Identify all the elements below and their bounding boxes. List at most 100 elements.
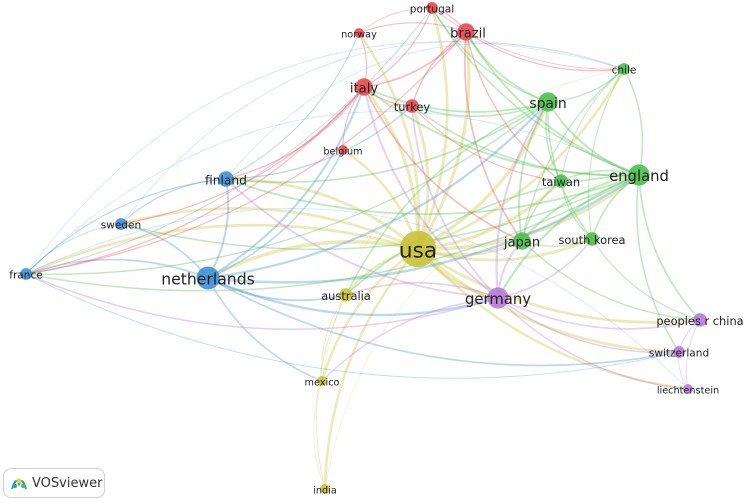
link-england-germany (497, 173, 640, 299)
node-england[interactable] (628, 164, 650, 186)
node-australia[interactable] (339, 288, 353, 302)
link-usa-brazil (416, 31, 471, 250)
link-chile-south-korea (588, 68, 625, 240)
link-finland-italy (225, 86, 365, 180)
node-india[interactable] (320, 484, 330, 494)
node-sweden[interactable] (115, 218, 127, 230)
link-brazil-chile (465, 31, 625, 72)
label-france[interactable]: france (9, 270, 42, 282)
node-france[interactable] (20, 268, 32, 280)
link-finland-turkey (225, 105, 413, 180)
label-layer: portugal brazil norway italy turkey belgium sp… (9, 4, 743, 497)
label-taiwan[interactable]: taiwan (542, 175, 580, 189)
link-usa-taiwan (417, 179, 563, 251)
node-finland[interactable] (218, 171, 234, 187)
label-netherlands[interactable]: netherlands (161, 269, 255, 288)
node-mexico[interactable] (317, 376, 327, 386)
link-usa-norway (357, 32, 421, 250)
arc-france-england (25, 111, 640, 275)
link-usa-switzerland (417, 247, 680, 354)
label-portugal[interactable]: portugal (410, 4, 454, 16)
node-usa[interactable] (399, 230, 437, 268)
link-usa-france (25, 223, 419, 276)
link-germany-south-korea (497, 238, 593, 299)
link-netherlands-france (25, 258, 209, 279)
node-spain[interactable] (538, 92, 558, 112)
label-peoples-r-china[interactable]: peoples r china (656, 314, 743, 328)
node-liechtenstein[interactable] (683, 384, 693, 394)
node-taiwan[interactable] (554, 174, 568, 188)
link-netherlands-switzerland (207, 277, 680, 367)
label-sweden[interactable]: sweden (101, 220, 141, 232)
link-netherlands-mexico (207, 277, 323, 382)
link-spain-japan (518, 101, 549, 242)
link-south-korea-peoples-r-china (591, 238, 701, 321)
node-peoples-r-china[interactable] (693, 313, 707, 327)
link-netherlands-england (207, 173, 640, 284)
link-finland-germany (225, 178, 499, 299)
link-netherlands-australia (207, 277, 347, 302)
link-turkey-taiwan (411, 105, 562, 182)
node-germany[interactable] (487, 287, 509, 309)
label-switzerland[interactable]: switzerland (649, 348, 709, 360)
node-turkey[interactable] (405, 99, 419, 113)
link-spain-south-korea (547, 101, 593, 240)
node-italy[interactable] (355, 78, 373, 96)
link-turkey-spain (411, 101, 549, 118)
label-brazil[interactable]: brazil (450, 27, 486, 42)
node-netherlands[interactable] (196, 266, 220, 290)
node-japan[interactable] (513, 232, 531, 250)
link-brazil-taiwan (465, 31, 562, 182)
link-usa-liechtenstein (417, 248, 689, 391)
link-germany-liechtenstein (497, 297, 689, 390)
link-usa-italy (362, 86, 420, 250)
label-chile[interactable]: chile (612, 65, 637, 77)
link-netherlands-finland (207, 178, 230, 279)
link-portugal-england (431, 7, 640, 176)
link-france-portugal (25, 7, 433, 275)
node-chile[interactable] (618, 63, 630, 75)
link-mexico-india (313, 380, 326, 490)
label-mexico[interactable]: mexico (305, 377, 340, 388)
label-italy[interactable]: italy (350, 82, 378, 97)
node-south-korea[interactable] (585, 232, 599, 246)
link-chile-japan (521, 68, 625, 242)
label-south-korea[interactable]: south korea (558, 233, 625, 247)
label-australia[interactable]: australia (321, 289, 371, 303)
label-japan[interactable]: japan (503, 236, 540, 251)
label-turkey[interactable]: turkey (394, 100, 431, 114)
node-belgium[interactable] (338, 145, 348, 155)
node-norway[interactable] (354, 28, 364, 38)
vosviewer-logo[interactable]: VOSviewer (3, 468, 105, 498)
label-usa[interactable]: usa (399, 239, 437, 264)
label-england[interactable]: england (609, 168, 669, 185)
link-portugal-chile (431, 7, 625, 70)
label-liechtenstein[interactable]: liechtenstein (657, 385, 719, 396)
link-england-australia (345, 174, 640, 296)
link-usa-mexico (320, 247, 419, 382)
link-sweden-italy (120, 86, 365, 225)
link-usa-spain (417, 101, 550, 251)
node-switzerland[interactable] (673, 346, 685, 358)
label-belgium[interactable]: belgium (323, 146, 362, 157)
link-chile-taiwan (560, 68, 625, 182)
link-usa-sweden (120, 206, 419, 251)
label-norway[interactable]: norway (341, 29, 377, 40)
vosviewer-logo-text: VOSviewer (32, 475, 103, 491)
link-layer (25, 7, 701, 490)
link-netherlands-germany (207, 276, 499, 317)
label-germany[interactable]: germany (465, 291, 531, 308)
link-usa-chile (417, 68, 626, 251)
link-turkey-england (411, 105, 640, 177)
vosviewer-logo-icon (11, 478, 27, 490)
label-india[interactable]: india (313, 485, 337, 496)
label-finland[interactable]: finland (205, 173, 247, 187)
node-portugal[interactable] (426, 2, 438, 14)
node-brazil[interactable] (457, 23, 475, 41)
link-france-italy (25, 86, 365, 275)
label-spain[interactable]: spain (529, 96, 566, 112)
link-netherlands-spain (207, 101, 549, 280)
link-italy-japan (363, 86, 523, 242)
link-italy-brazil (363, 31, 467, 88)
